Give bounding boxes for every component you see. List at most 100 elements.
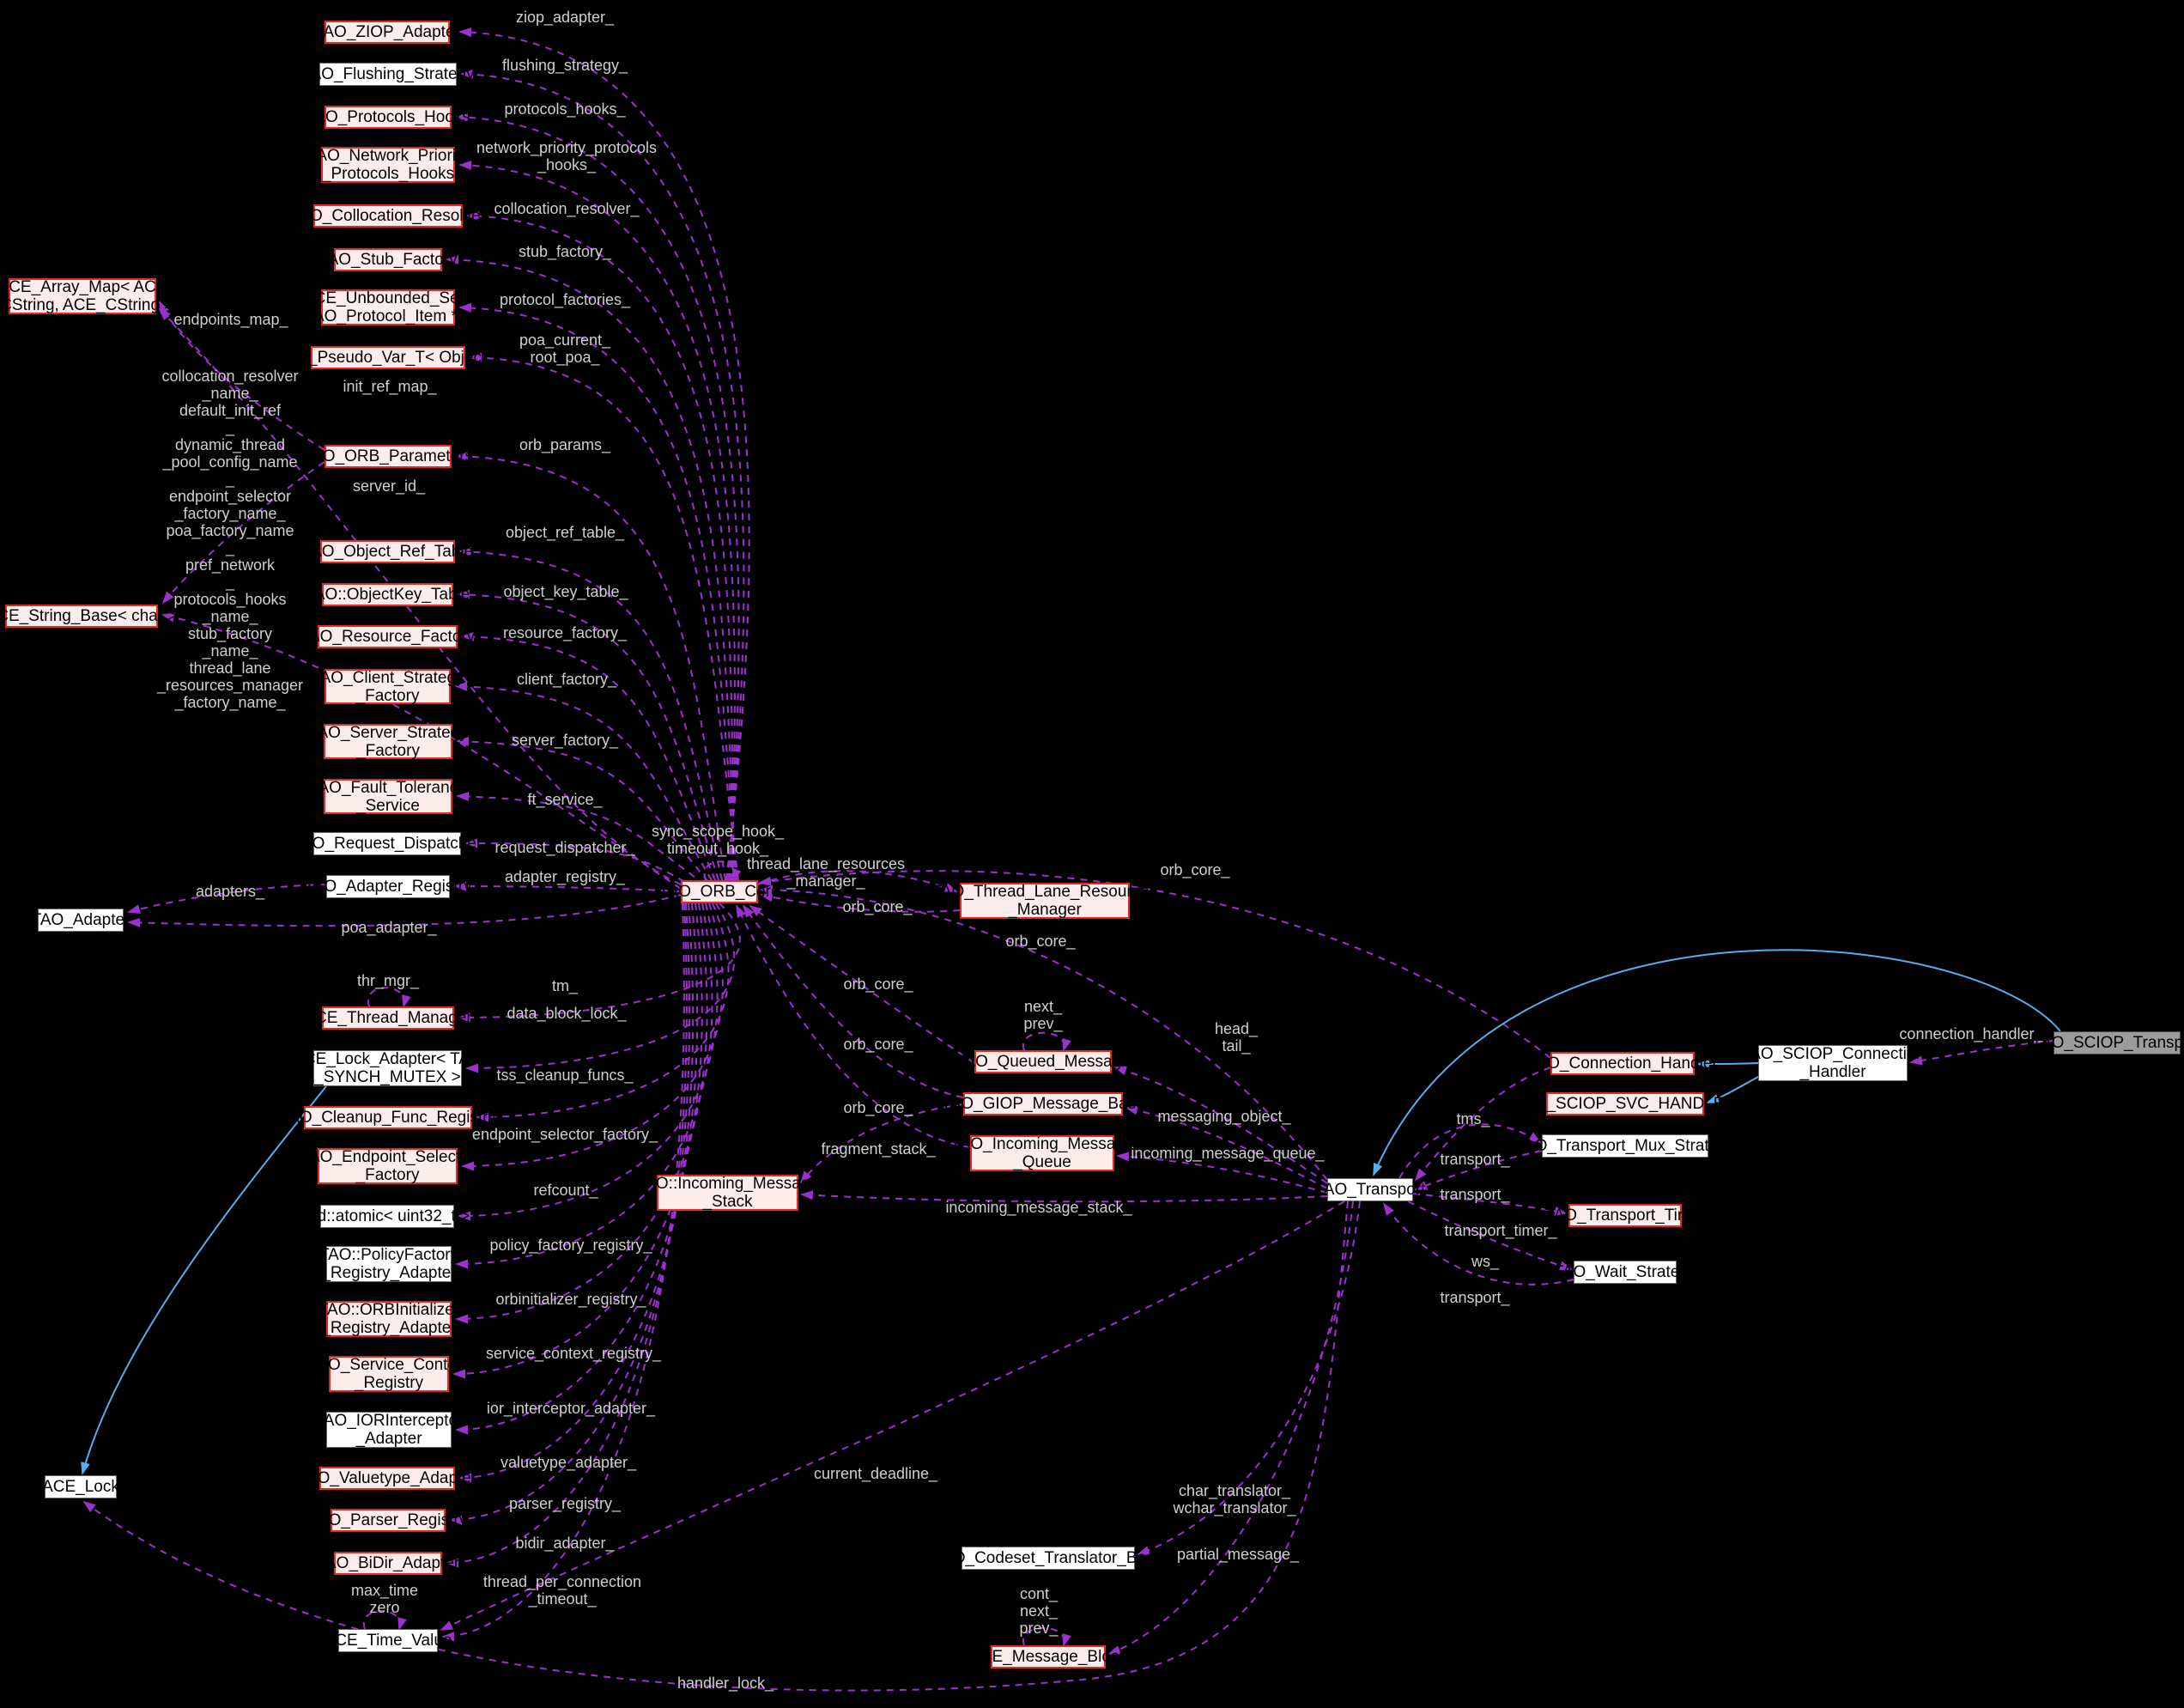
lbl-cont-next-prev-line-1: next_: [1019, 1602, 1059, 1620]
tao-protocols-hooks-label-0: TAO_Protocols_Hooks: [306, 108, 470, 126]
tao-request-dispatcher[interactable]: TAO_Request_Dispatcher: [293, 832, 482, 855]
edge-66: [1373, 949, 2061, 1176]
tao-ziop-adapter[interactable]: TAO_ZIOP_Adapter: [314, 21, 460, 44]
edge-39: [742, 904, 964, 1098]
tao-resource-factory[interactable]: TAO_Resource_Factory: [300, 625, 475, 648]
lbl-protocols-hooks: protocols_hooks_: [504, 100, 625, 118]
tao-network-priority-protocols-hooks[interactable]: TAO_Network_Priority_Protocols_Hooks: [307, 147, 469, 183]
tao-policyfactory-registry-adapter[interactable]: TAO::PolicyFactory_Registry_Adapter: [319, 1246, 458, 1282]
tao-orb-core[interactable]: TAO_ORB_Core: [658, 880, 780, 903]
lbl-handler-lock-line-0: handler_lock_: [676, 1675, 774, 1692]
tao-valuetype-adapter[interactable]: TAO_Valuetype_Adapter: [298, 1467, 476, 1490]
lbl-transport-2: transport_: [1440, 1186, 1509, 1203]
tao-stub-factory[interactable]: TAO_Stub_Factory: [318, 248, 458, 271]
lbl-max-time-zero-line-0: max_time: [350, 1582, 419, 1599]
tao-parser-registry[interactable]: TAO_Parser_Registry: [309, 1509, 467, 1532]
tao-cleanup-func-registry[interactable]: TAO_Cleanup_Func_Registry: [280, 1106, 496, 1129]
ace-time-value[interactable]: ACE_Time_Value: [325, 1629, 452, 1652]
tao-queued-message[interactable]: TAO_Queued_Message: [956, 1050, 1131, 1073]
tao-client-strategy-factory[interactable]: TAO_Client_Strategy_Factory: [311, 669, 464, 705]
tao-transport-timer[interactable]: TAO_Transport_Timer: [1544, 1204, 1706, 1227]
ace-lock-label-0: ACE_Lock: [42, 1478, 119, 1496]
tao-parser-registry-label-0: TAO_Parser_Registry: [308, 1511, 468, 1529]
tao-sciop-transport[interactable]: TAO_SCIOP_Transport: [2032, 1031, 2184, 1055]
tao-transport[interactable]: TAO_Transport: [1315, 1178, 1425, 1201]
lbl-parser-registry: parser_registry_: [509, 1495, 621, 1512]
ace-lock-adapter[interactable]: ACE_Lock_Adapter< TAO_SYNCH_MUTEX >: [293, 1050, 482, 1086]
lbl-partial-message: partial_message_: [1177, 1546, 1299, 1563]
std-atomic-uint32[interactable]: std::atomic< uint32_t >: [305, 1205, 470, 1228]
tao-object-ref-table[interactable]: TAO_Object_Ref_Table: [302, 540, 473, 563]
tao-fault-tolerance-service[interactable]: TAO_Fault_Tolerance_Service: [309, 779, 466, 815]
tao-incoming-message-stack-label-1: _Stack: [702, 1193, 753, 1211]
tao-orb-parameters[interactable]: TAO_ORB_Parameters: [303, 445, 473, 468]
tao-transport-mux-strategy-label-0: TAO_Transport_Mux_Strategy: [1514, 1137, 1736, 1155]
tao-endpoint-selector-factory[interactable]: TAO_Endpoint_Selector_Factory: [300, 1148, 475, 1184]
lbl-orb-parameters-strings-line-6: _: [225, 471, 235, 488]
ace-array-map[interactable]: ACE_Array_Map< ACE_CString, ACE_CString …: [0, 278, 173, 314]
tao-server-strategy-factory[interactable]: TAO_Server_Strategy_Factory: [308, 724, 468, 760]
tao-connection-handler[interactable]: TAO_Connection_Handler: [1527, 1052, 1718, 1075]
tao-adapter[interactable]: TAO_Adapter: [32, 909, 130, 932]
lbl-adapters: adapters_: [196, 883, 264, 900]
tao-adapter-registry[interactable]: TAO_Adapter_Registry: [305, 875, 472, 898]
lbl-orb-core-queued-line-0: orb_core_: [843, 976, 913, 993]
edge-37: [760, 892, 961, 913]
tao-thread-lane-resources-manager[interactable]: TAO_Thread_Lane_Resources_Manager: [932, 883, 1157, 919]
lbl-collocation-resolver: collocation_resolver_: [494, 200, 639, 217]
lbl-ws: ws_: [1471, 1253, 1499, 1270]
tao-collocation-resolver[interactable]: TAO_Collocation_Resolver: [290, 204, 486, 228]
lbl-protocol-factories-line-0: protocol_factories_: [499, 291, 631, 308]
lbl-orb-parameters-strings-line-0: collocation_resolver: [161, 368, 299, 385]
lbl-poa-adapter: poa_adapter_: [341, 919, 436, 936]
lbl-orb-parameters-strings-line-14: _name_: [202, 608, 258, 625]
tao-iorinterceptor-adapter[interactable]: TAO_IORInterceptor_Adapter: [315, 1412, 463, 1448]
tao-ziop-adapter-label-0: TAO_ZIOP_Adapter: [314, 23, 460, 41]
edge-42: [758, 870, 1551, 1059]
ace-string-base-label-0: ACE_String_Base< char >: [0, 607, 178, 625]
edge-10: [457, 589, 719, 881]
lbl-poa-current-line-0: poa_current_: [519, 331, 611, 349]
ace-message-block-label-0: ACE_Message_Block: [969, 1648, 1127, 1666]
edge-32: [127, 894, 682, 927]
tao-transport-mux-strategy[interactable]: TAO_Transport_Mux_Strategy: [1515, 1134, 1735, 1158]
lbl-ziop-adapter-line-0: ziop_adapter_: [515, 9, 615, 26]
tao-giop-message-base[interactable]: TAO_GIOP_Message_Base: [941, 1092, 1145, 1115]
edge-25: [455, 903, 699, 1435]
tao-server-strategy-factory-label-1: _Factory: [356, 741, 420, 760]
lbl-transport-timer: transport_timer_: [1444, 1222, 1556, 1239]
lbl-tms-line-0: tms_: [1456, 1110, 1490, 1128]
tao-objectkey-table[interactable]: TAO::ObjectKey_Table: [306, 583, 470, 606]
edge-55: [440, 1200, 1345, 1631]
tao-service-context-registry[interactable]: TAO_Service_Context_Registry: [308, 1356, 470, 1392]
tao-incoming-message-queue[interactable]: TAO_Incoming_Message_Queue: [951, 1135, 1134, 1171]
tao-sciop-connection-handler[interactable]: TAO_SCIOP_Connection_Handler: [1741, 1045, 1925, 1081]
tao-request-dispatcher-label-0: TAO_Request_Dispatcher: [292, 835, 482, 853]
ace-thread-manager[interactable]: ACE_Thread_Manager: [304, 1006, 472, 1030]
ace-string-base[interactable]: ACE_String_Base< char >: [0, 605, 177, 628]
lbl-tm: tm_: [552, 977, 578, 994]
lbl-orb-parameters-strings-line-13: protocols_hooks: [173, 591, 287, 608]
tao-incoming-message-stack[interactable]: TAO::Incoming_Message_Stack: [636, 1175, 819, 1211]
tao-fault-tolerance-service-label-1: _Service: [356, 796, 420, 815]
tao-protocols-hooks[interactable]: TAO_Protocols_Hooks: [306, 106, 470, 129]
lbl-orb-core-transport: orb_core_: [1005, 933, 1075, 950]
tao-codeset-translator-base[interactable]: TAO_Codeset_Translator_Base: [933, 1547, 1163, 1570]
lbl-endpoint-selector-factory-line-0: endpoint_selector_factory_: [471, 1126, 658, 1143]
tao-sciop-svc-handler[interactable]: TAO_SCIOP_SVC_HANDLER: [1514, 1092, 1736, 1115]
tao-pseudo-var-t[interactable]: TAO_Pseudo_Var_T< Object >: [276, 346, 500, 369]
tao-wait-strategy[interactable]: TAO_Wait_Strategy: [1554, 1261, 1696, 1284]
lbl-adapter-registry-line-0: adapter_registry_: [504, 868, 626, 885]
edge-24: [452, 903, 703, 1379]
tao-bidir-adapter[interactable]: TAO_BiDir_Adapter: [317, 1552, 459, 1575]
lbl-incoming-message-queue: incoming_message_queue_: [1131, 1145, 1324, 1162]
ace-unbounded-set-label-1: TAO_Protocol_Item * >: [304, 307, 472, 325]
ace-lock[interactable]: ACE_Lock: [42, 1475, 119, 1498]
tao-client-strategy-factory-label-1: _Factory: [355, 686, 420, 705]
tao-orbinitializer-registry-adapter[interactable]: TAO::ORBInitializer_Registry_Adapter: [318, 1301, 459, 1337]
tao-flushing-strategy[interactable]: TAO_Flushing_Strategy: [301, 63, 475, 86]
ace-unbounded-set[interactable]: ACE_Unbounded_Set<TAO_Protocol_Item * >: [303, 289, 473, 325]
edge-6: [458, 302, 737, 881]
lbl-thread-lane-resources-manager-line-1: _manager_: [786, 872, 865, 890]
ace-message-block[interactable]: ACE_Message_Block: [969, 1645, 1127, 1668]
